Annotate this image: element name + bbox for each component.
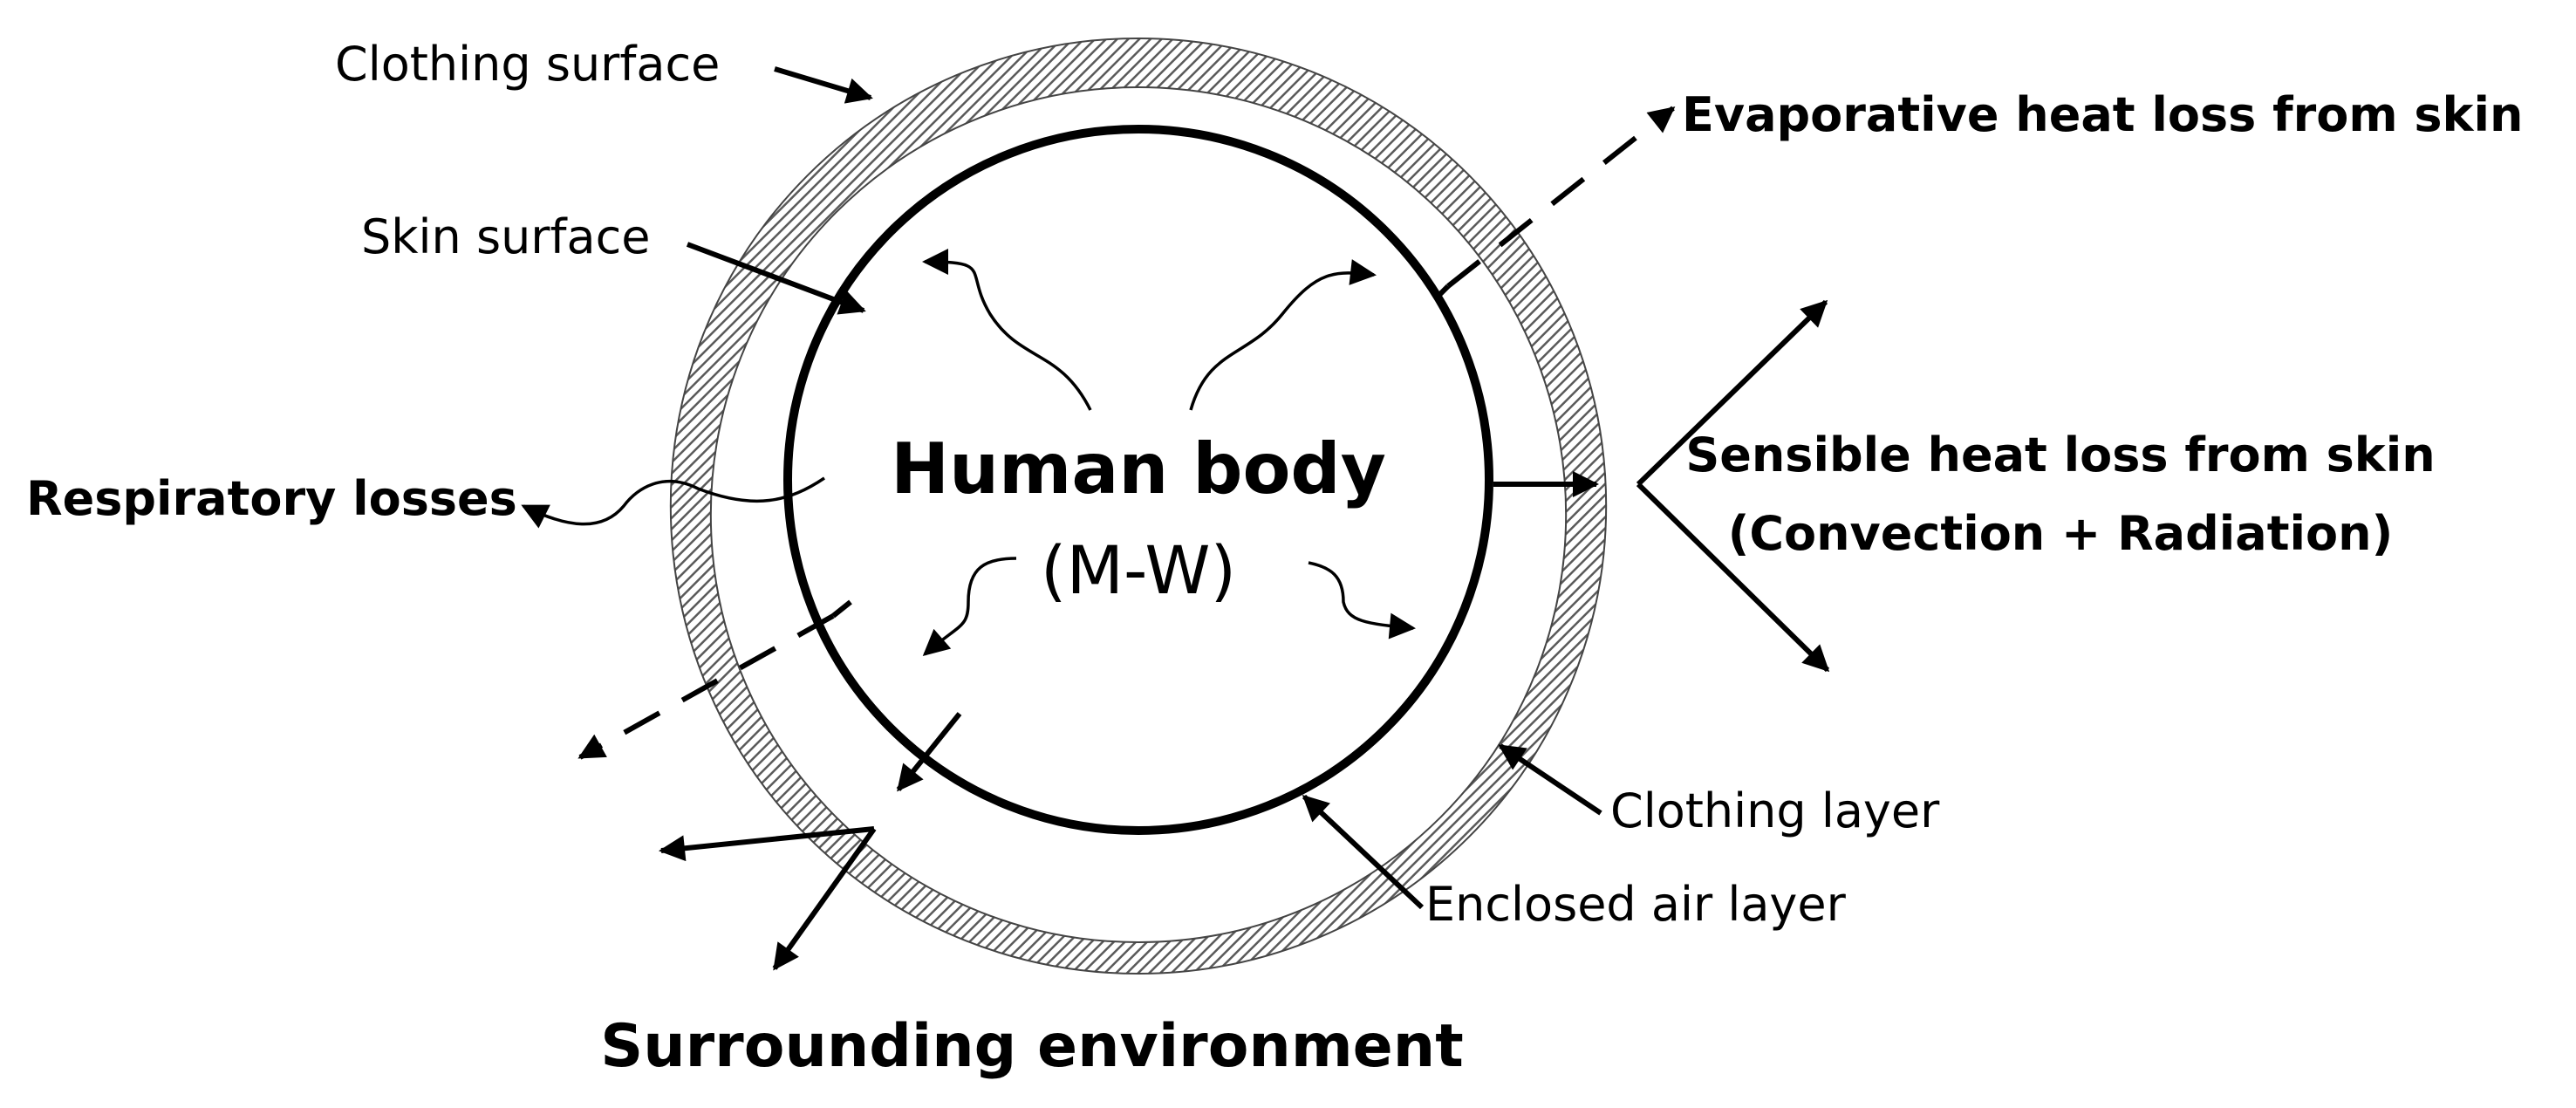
- sensible-heat-arrow-down: [1636, 482, 1830, 673]
- clothing-layer-ring: [670, 37, 1607, 975]
- evaporative-heat-arrow-dashed: [1446, 106, 1676, 289]
- conduction-arrow: [896, 712, 962, 792]
- skin-surface-circle: [783, 125, 1493, 835]
- internal-heat-arrow: [1189, 259, 1377, 411]
- internal-heat-arrow: [1308, 561, 1416, 639]
- sensible-heat-loss-sublabel: (Convection + Radiation): [1728, 506, 2394, 561]
- environment-arrow-left: [659, 826, 875, 862]
- respiratory-losses-label: Respiratory losses: [26, 471, 517, 526]
- clothing-layer-label: Clothing layer: [1610, 783, 1940, 838]
- center-subtitle: (M-W): [1041, 531, 1236, 609]
- evaporative-heat-arrow-lower-dashed: [577, 613, 835, 760]
- clothing-surface-label: Clothing surface: [335, 37, 720, 92]
- environment-arrow-down: [772, 827, 877, 971]
- enclosed-air-layer-pointer: [1302, 794, 1425, 910]
- center-title: Human body: [891, 428, 1386, 510]
- evaporative-heat-arrow-lower: [831, 599, 852, 619]
- evaporative-heat-arrow: [1437, 284, 1451, 298]
- clothing-surface-pointer: [774, 66, 873, 104]
- clothing-layer-pointer: [1498, 743, 1602, 816]
- surrounding-environment-label: Surrounding environment: [600, 1012, 1463, 1081]
- internal-heat-arrow: [922, 249, 1092, 411]
- skin-surface-label: Skin surface: [361, 209, 651, 264]
- enclosed-air-layer-label: Enclosed air layer: [1425, 877, 1847, 932]
- respiratory-loss-arrow: [521, 476, 825, 529]
- sensible-heat-loss-label: Sensible heat loss from skin: [1685, 427, 2435, 482]
- skin-surface-pointer: [686, 242, 866, 315]
- sensible-heat-arrow-up: [1636, 299, 1828, 487]
- internal-heat-arrow: [922, 557, 1017, 656]
- evaporative-heat-loss-label: Evaporative heat loss from skin: [1682, 87, 2523, 142]
